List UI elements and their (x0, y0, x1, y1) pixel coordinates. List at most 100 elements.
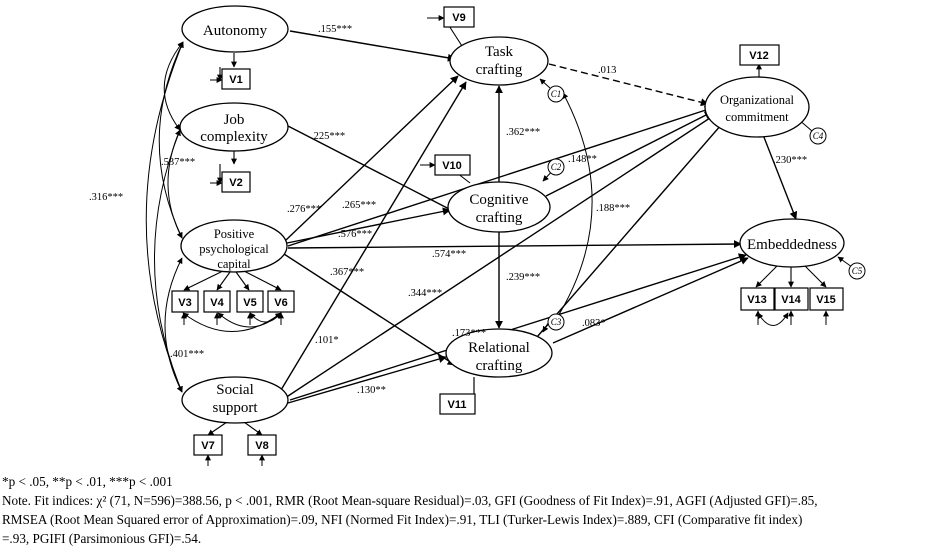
label-job-complexity-2: complexity (200, 129, 268, 145)
label-cognitive-1: Cognitive (469, 192, 529, 208)
label-org-2: commitment (725, 110, 789, 124)
box-v4 (203, 290, 231, 313)
cov-c1-c3 (554, 92, 593, 322)
coef-social-cognitive: .344*** (408, 288, 442, 299)
measurement-paths (183, 17, 827, 436)
path-psycap-relational (283, 253, 456, 366)
label-v1: V1 (229, 74, 242, 86)
node-org-commitment (704, 76, 810, 138)
label-v14: V14 (781, 294, 801, 306)
label-v11: V11 (448, 399, 467, 411)
error-c5 (848, 262, 866, 280)
coef-cov-autonomy-social: .316*** (89, 192, 123, 203)
cov-jobcomplexity-psycap (167, 129, 183, 239)
label-social-2: support (213, 400, 259, 416)
error-labels: C1 C2 C3 C4 C5 (551, 89, 863, 327)
coef-psycap-task: .276*** (287, 204, 321, 215)
label-v3: V3 (178, 297, 191, 309)
cov-autonomy-jobcomplexity (163, 41, 184, 131)
cov-v13-v14 (757, 312, 789, 326)
coef-cov-psycap-social: .401*** (170, 349, 204, 360)
box-v2 (221, 171, 251, 193)
cov-v5-v6 (249, 312, 282, 323)
node-social-support (181, 376, 289, 424)
indicator-labels: V1 V2 V3 V4 V5 V6 V7 V8 V9 V10 V11 V12 V… (178, 12, 836, 452)
path-psycap-task (285, 75, 459, 241)
structural-paths (277, 30, 798, 404)
path-social-task (277, 81, 467, 396)
box-v8 (247, 434, 277, 456)
node-job-complexity (179, 102, 289, 152)
path-social-embedded (289, 253, 747, 401)
box-v7 (193, 434, 223, 456)
node-autonomy (181, 5, 289, 53)
coef-orgcommit-embedded: .230*** (773, 155, 807, 166)
box-v11 (439, 393, 476, 415)
coef-jobcomplexity-cognitive: .225*** (311, 131, 345, 142)
path-psycap-orgcommit (287, 106, 713, 247)
fit-indices-line-2: RMSEA (Root Mean Squared error of Approx… (2, 512, 803, 527)
box-v9 (443, 6, 475, 28)
label-psycap-1: Positive (214, 227, 255, 241)
label-org-1: Organizational (720, 93, 795, 107)
coef-relational-orgcommit: .188*** (596, 203, 630, 214)
label-v12: V12 (749, 50, 769, 62)
label-v5: V5 (243, 297, 256, 309)
error-c4 (809, 127, 827, 145)
label-psycap-3: capital (217, 257, 251, 271)
label-social-1: Social (216, 382, 254, 398)
label-cognitive-2: crafting (476, 210, 523, 226)
label-v9: V9 (452, 12, 465, 24)
coef-cognitive-task: .362*** (506, 127, 540, 138)
coef-psycap-relational: .367*** (330, 267, 364, 278)
label-c4: C4 (813, 131, 824, 141)
node-psycap (180, 219, 288, 273)
node-labels: Autonomy Job complexity Positive psychol… (199, 23, 837, 416)
cov-jobcomplexity-social (154, 129, 183, 393)
node-cognitive-crafting (447, 181, 551, 233)
indicator-boxes (171, 6, 844, 456)
path-relational-orgcommit (536, 116, 729, 338)
box-v3 (171, 290, 199, 313)
node-task-crafting (449, 36, 549, 86)
label-v7: V7 (201, 440, 214, 452)
path-social-relational (287, 355, 447, 404)
box-v12 (739, 44, 780, 66)
label-relational-1: Relational (468, 340, 530, 356)
coef-psycap-orgcommit: .576*** (338, 229, 372, 240)
path-cognitive-orgcommit (545, 111, 713, 197)
path-task-orgcommit (548, 63, 709, 107)
error-c1 (547, 85, 565, 103)
coef-cov-autonomy-jobcomplexity: .537*** (161, 157, 195, 168)
path-autonomy-task (289, 30, 456, 62)
path-relational-embedded (552, 257, 749, 344)
coef-social-relational: .130** (357, 385, 386, 396)
coef-task-orgcommit: .013 (598, 65, 616, 76)
box-v15 (809, 287, 844, 311)
label-c2: C2 (551, 162, 562, 172)
path-social-orgcommit (284, 113, 717, 399)
coef-social-task: .101* (315, 335, 339, 346)
cov-autonomy-social (145, 41, 184, 393)
coef-social-embedded: .173*** (452, 328, 486, 339)
label-job-complexity-1: Job (224, 112, 245, 128)
coef-psycap-embedded: .574*** (432, 249, 466, 260)
covariance-paths (145, 41, 789, 393)
coef-relational-embedded: .083* (582, 318, 606, 329)
fit-indices-line-3: =.93, PGIFI (Parsimonious GFI)=.54. (2, 531, 202, 546)
box-v1 (221, 68, 251, 90)
box-v6 (267, 290, 295, 313)
node-embeddedness (739, 218, 845, 268)
label-v6: V6 (274, 297, 287, 309)
label-relational-2: crafting (476, 358, 523, 374)
label-v10: V10 (442, 160, 462, 172)
label-psycap-2: psychological (199, 242, 269, 256)
label-autonomy: Autonomy (203, 23, 268, 39)
label-v15: V15 (816, 294, 836, 306)
coef-cognitive-orgcommit: .148** (568, 154, 597, 165)
error-circles (547, 85, 866, 331)
latent-ellipses (179, 5, 845, 424)
label-task-1: Task (485, 44, 514, 60)
error-c2 (547, 158, 565, 176)
